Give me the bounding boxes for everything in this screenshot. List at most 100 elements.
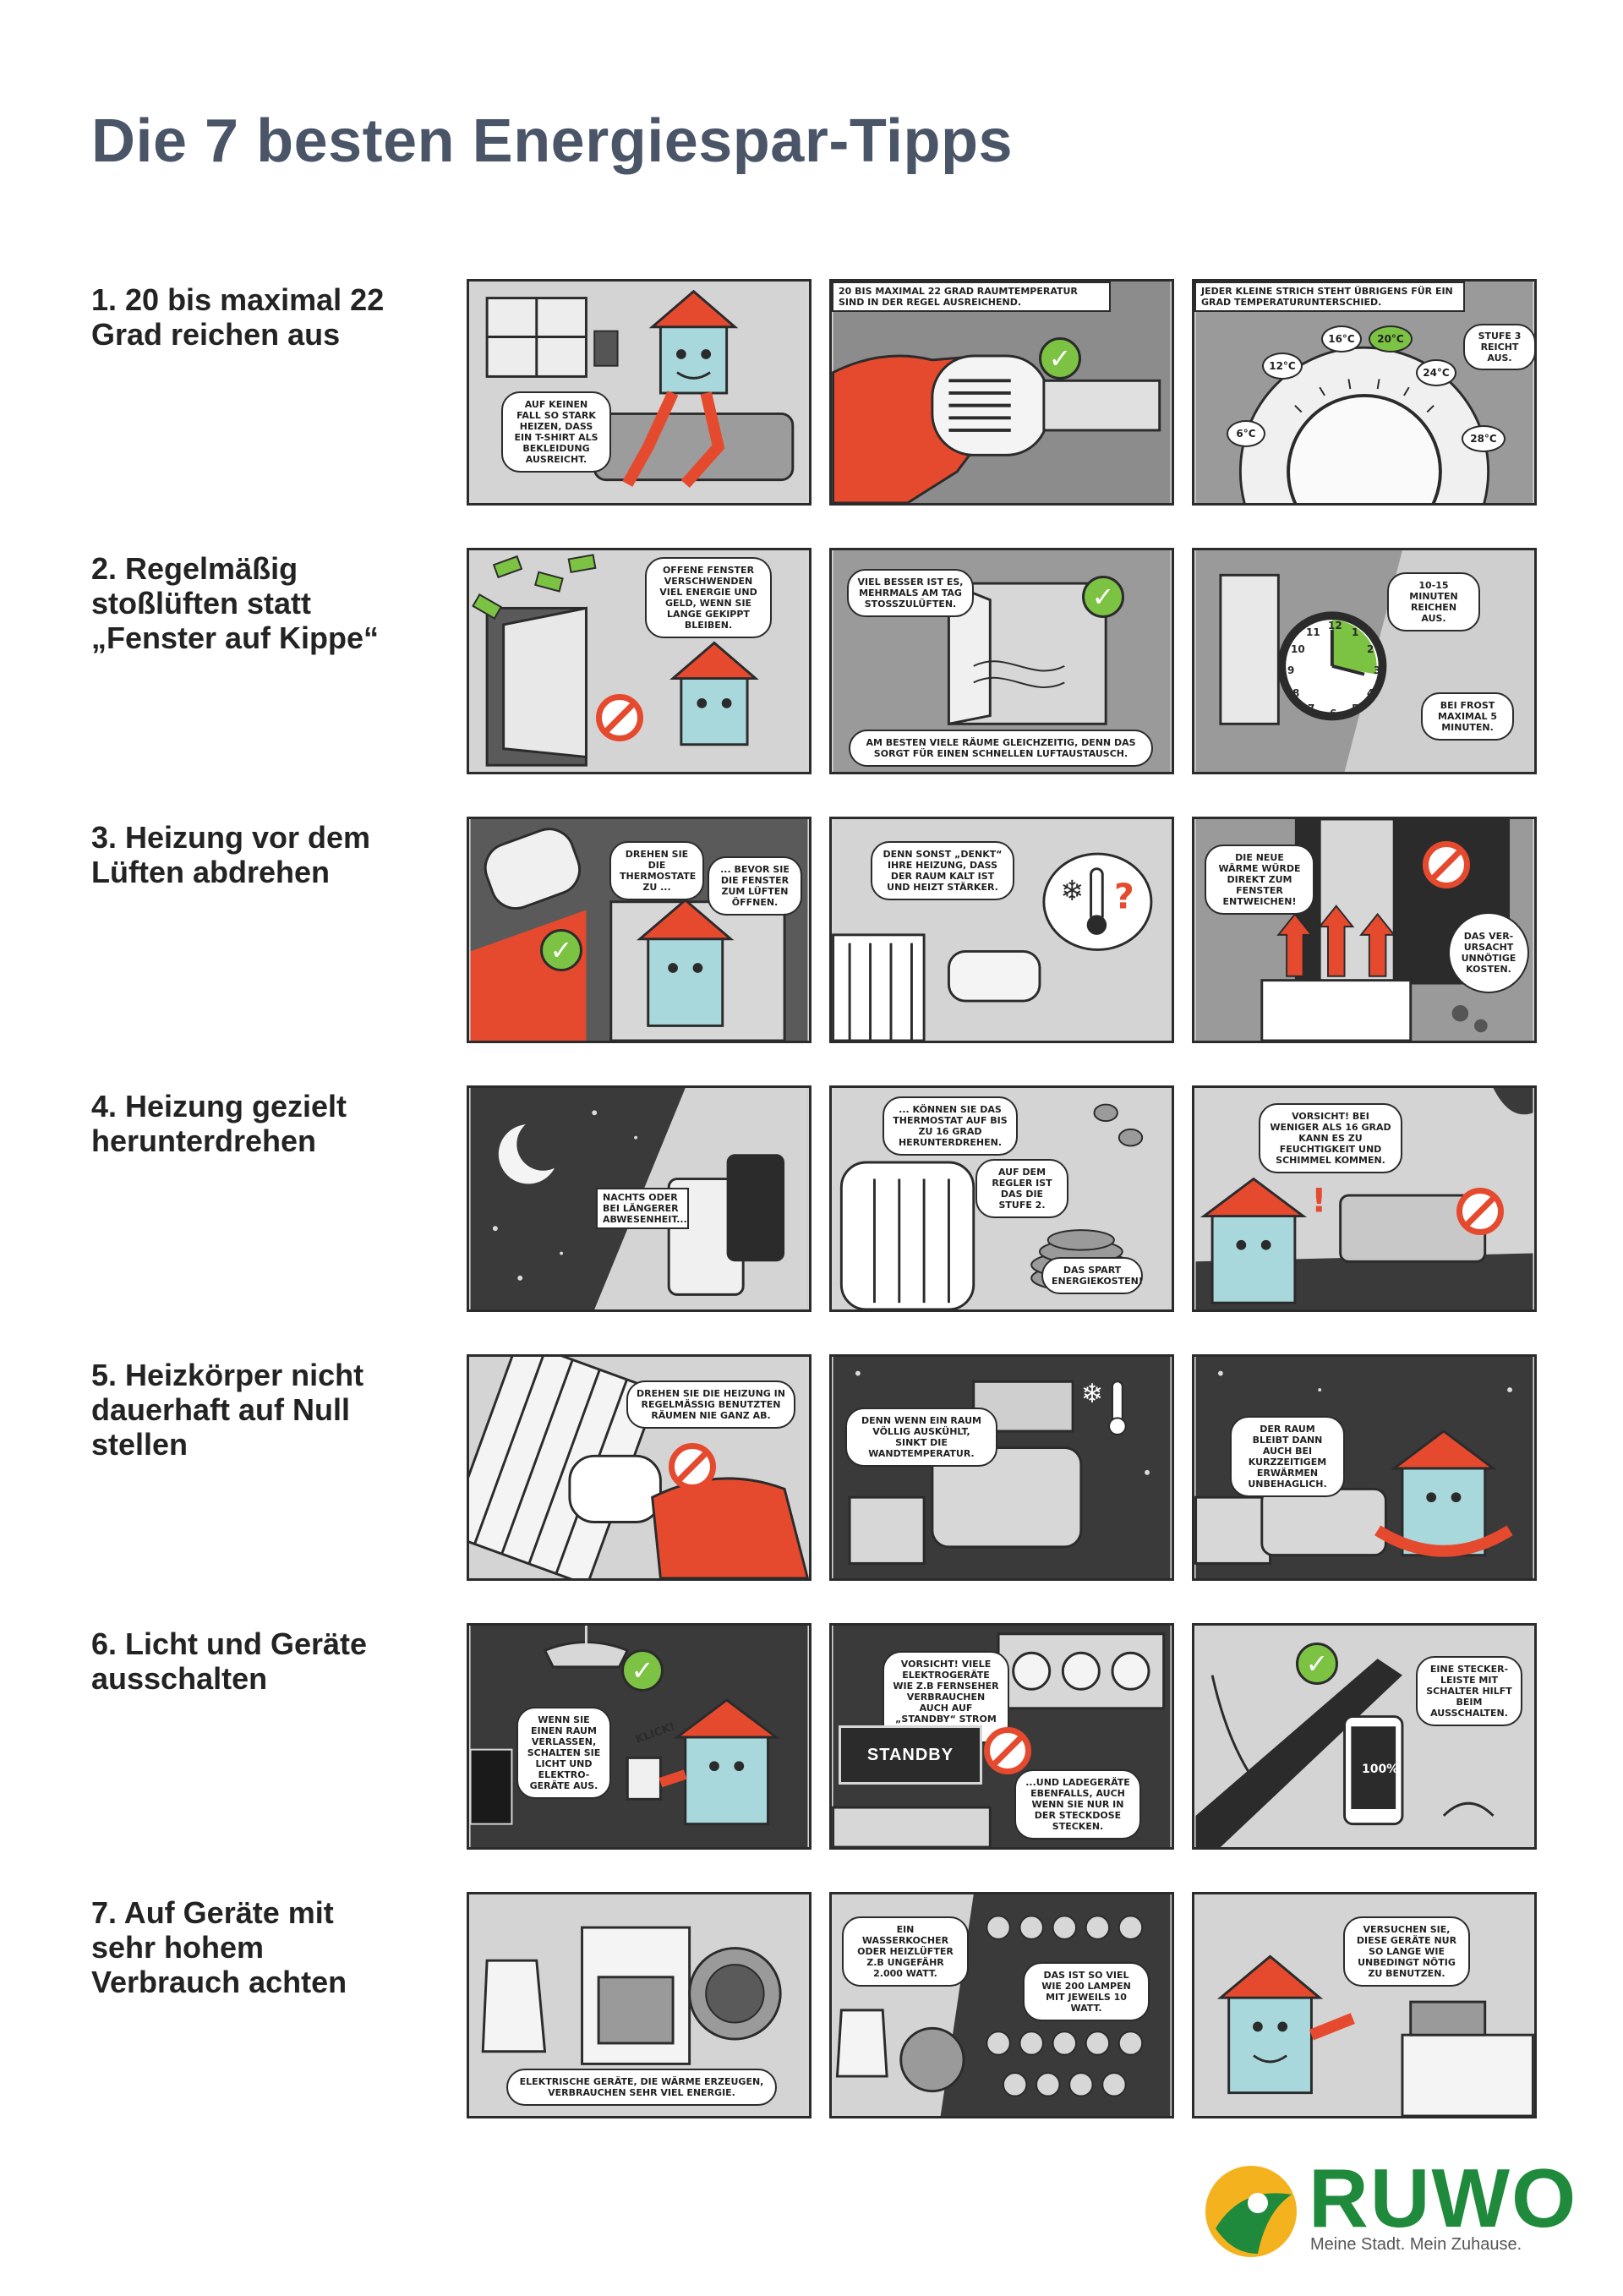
thermostat-dial-illustration bbox=[1195, 282, 1533, 503]
check-icon: ✓ bbox=[621, 1649, 664, 1692]
tip-title-1: 1. 20 bis maximal 22 Grad reichen aus bbox=[91, 282, 385, 352]
power-strip-illustration bbox=[1195, 1626, 1533, 1847]
clock-number: 9 bbox=[1287, 664, 1295, 676]
panel-6-1: WENN SIE EINEN RAUM VERLASSEN, SCHALTEN … bbox=[467, 1623, 812, 1850]
caption: DENN WENN EIN RAUM VÖLLIG AUSKÜHLT, SINK… bbox=[845, 1408, 997, 1467]
tip-row-1: 1. 20 bis maximal 22 Grad reichen aus AU… bbox=[0, 279, 1623, 509]
tip-title-3: 3. Heizung vor dem Lüften abdrehen bbox=[91, 820, 371, 889]
clock-number: 5 bbox=[1352, 702, 1359, 714]
panel-5-2: ❄ DENN WENN EIN RAUM VÖLLIG AUSKÜHLT, SI… bbox=[829, 1354, 1174, 1581]
caption: DIE NEUE WÄRME WÜRDE DIREKT ZUM FENSTER … bbox=[1205, 845, 1314, 915]
clock-number: 11 bbox=[1306, 626, 1320, 638]
caption: AM BESTEN VIELE RÄUME GLEICHZEITIG, DENN… bbox=[849, 730, 1153, 767]
clock-number: 2 bbox=[1367, 643, 1374, 655]
svg-text:?: ? bbox=[1114, 877, 1134, 917]
mold-warning-illustration: ! bbox=[1195, 1088, 1533, 1309]
caption: VIEL BESSER IST ES, MEHRMALS AM TAG STOS… bbox=[847, 569, 974, 617]
caption: WENN SIE EINEN RAUM VERLASSEN, SCHALTEN … bbox=[516, 1707, 611, 1799]
caption: DER RAUM BLEIBT DANN AUCH BEI KURZZEITIG… bbox=[1230, 1416, 1345, 1497]
tip-row-3: 3. Heizung vor dem Lüften abdrehen DREHE… bbox=[0, 817, 1623, 1047]
caption: OFFENE FENSTER VERSCHWENDEN VIEL ENERGIE… bbox=[645, 557, 772, 638]
caption: DREHEN SIE DIE HEIZUNG IN REGELMÄSSIG BE… bbox=[626, 1380, 795, 1429]
check-icon: ✓ bbox=[540, 929, 582, 971]
panel-2-3: 10-15 MINUTEN REICHEN AUS. BEI FROST MAX… bbox=[1192, 548, 1537, 774]
caption: 20 BIS MAXIMAL 22 GRAD RAUMTEMPERATUR SI… bbox=[832, 282, 1111, 312]
caption: ... KÖNNEN SIE DAS THERMOSTAT AUF BIS ZU… bbox=[883, 1096, 1018, 1156]
clock-number: 1 bbox=[1352, 626, 1359, 638]
ruwo-logo: RUWO Meine Stadt. Mein Zuhause. bbox=[1199, 2156, 1576, 2262]
caption: ...UND LADEGERÄTE EBENFALLS, AUCH WENN S… bbox=[1014, 1769, 1141, 1840]
clock-number: 3 bbox=[1374, 664, 1381, 676]
tip-title-6: 6. Licht und Geräte ausschalten bbox=[91, 1626, 368, 1696]
caption: DENN SONST „DENKT“ IHRE HEIZUNG, DASS DE… bbox=[871, 841, 1014, 900]
tip-row-4: 4. Heizung gezielt herunterdrehen NACHTS… bbox=[0, 1085, 1623, 1315]
clock-number: 6 bbox=[1330, 708, 1337, 719]
tip-row-2: 2. Regelmäßig stoßlüften statt „Fenster … bbox=[0, 548, 1623, 778]
hand-thermostat-illustration bbox=[832, 282, 1171, 503]
panel-7-3: VERSUCHEN SIE, DIESE GERÄTE NUR SO LANGE… bbox=[1192, 1892, 1537, 2118]
check-icon: ✓ bbox=[1296, 1643, 1338, 1685]
panel-1-3: JEDER KLEINE STRICH STEHT ÜBRIGENS FÜR E… bbox=[1192, 279, 1537, 506]
caption: EINE STECKER-LEISTE MIT SCHALTER HILFT B… bbox=[1416, 1656, 1522, 1726]
panel-2-2: VIEL BESSER IST ES, MEHRMALS AM TAG STOS… bbox=[829, 548, 1174, 774]
tip-row-6: 6. Licht und Geräte ausschalten WENN SIE… bbox=[0, 1623, 1623, 1853]
caption: VERSUCHEN SIE, DIESE GERÄTE NUR SO LANGE… bbox=[1343, 1916, 1470, 1987]
clock-number: 8 bbox=[1292, 687, 1300, 699]
standby-screen-text: STANDBY bbox=[839, 1725, 982, 1785]
dial-label-selected: 20°C bbox=[1369, 325, 1413, 353]
window-heat-escape-illustration bbox=[1195, 819, 1533, 1041]
svg-text:❄: ❄ bbox=[1081, 1379, 1103, 1409]
panel-1-2: 20 BIS MAXIMAL 22 GRAD RAUMTEMPERATUR SI… bbox=[829, 279, 1174, 506]
panel-2-1: OFFENE FENSTER VERSCHWENDEN VIEL ENERGIE… bbox=[467, 548, 812, 774]
svg-text:!: ! bbox=[1311, 1183, 1326, 1221]
dial-label: 16°C bbox=[1321, 325, 1362, 353]
tip-title-4: 4. Heizung gezielt herunterdrehen bbox=[91, 1089, 347, 1158]
caption: DREHEN SIE DIE THERMOSTATE ZU ... bbox=[609, 841, 704, 900]
radiator-thought-illustration: ❄ ? bbox=[832, 819, 1171, 1041]
house-on-sofa-illustration bbox=[470, 282, 808, 503]
tip-title-7: 7. Auf Geräte mit sehr hohem Verbrauch a… bbox=[91, 1895, 347, 1999]
house-character-stove-illustration bbox=[1195, 1894, 1534, 2116]
panel-4-3: ! VORSICHT! BEI WENIGER ALS 16 GRAD KANN… bbox=[1192, 1085, 1537, 1312]
panel-6-2: VORSICHT! VIELE ELEKTROGERÄTE WIE Z.B FE… bbox=[829, 1623, 1174, 1850]
panel-5-1: DREHEN SIE DIE HEIZUNG IN REGELMÄSSIG BE… bbox=[467, 1354, 812, 1581]
caption: STUFE 3 REICHT AUS. bbox=[1463, 324, 1534, 370]
panel-4-1: NACHTS ODER BEI LÄNGERER ABWESENHEIT... bbox=[467, 1085, 812, 1312]
svg-text:❄: ❄ bbox=[1060, 874, 1084, 907]
caption: BEI FROST MAXIMAL 5 MINUTEN. bbox=[1421, 692, 1514, 741]
tip-title-5: 5. Heizkörper nicht dauerhaft auf Null s… bbox=[91, 1358, 364, 1462]
panel-6-3: EINE STECKER-LEISTE MIT SCHALTER HILFT B… bbox=[1192, 1623, 1537, 1850]
prohibited-icon bbox=[1456, 1188, 1504, 1235]
clock-number: 10 bbox=[1291, 643, 1305, 655]
caption: DAS IST SO VIEL WIE 200 LAMPEN MIT JEWEI… bbox=[1023, 1962, 1150, 2021]
prohibited-icon bbox=[596, 694, 643, 741]
dial-label: 12°C bbox=[1262, 353, 1303, 380]
thermostat-window-illustration bbox=[470, 819, 808, 1041]
tip-row-5: 5. Heizkörper nicht dauerhaft auf Null s… bbox=[0, 1354, 1623, 1584]
caption: EIN WASSERKOCHER ODER HEIZLÜFTER Z.B UNG… bbox=[842, 1916, 969, 1987]
tip-title-2: 2. Regelmäßig stoßlüften statt „Fenster … bbox=[91, 551, 380, 655]
ruwo-logo-mark-icon bbox=[1205, 2166, 1297, 2257]
panel-3-3: DIE NEUE WÄRME WÜRDE DIREKT ZUM FENSTER … bbox=[1192, 817, 1537, 1043]
panel-3-2: ❄ ? DENN SONST „DENKT“ IHRE HEIZUNG, DAS… bbox=[829, 817, 1174, 1043]
panel-5-3: DER RAUM BLEIBT DANN AUCH BEI KURZZEITIG… bbox=[1192, 1354, 1537, 1581]
panel-1-1: AUF KEINEN FALL SO STARK HEIZEN, DASS EI… bbox=[467, 279, 812, 506]
dial-label: 24°C bbox=[1416, 359, 1456, 386]
caption: AUF KEINEN FALL SO STARK HEIZEN, DASS EI… bbox=[501, 391, 611, 473]
clock-number: 12 bbox=[1328, 620, 1342, 631]
prohibited-icon bbox=[669, 1443, 716, 1490]
ruwo-claim: Meine Stadt. Mein Zuhause. bbox=[1310, 2235, 1522, 2254]
caption: VORSICHT! BEI WENIGER ALS 16 GRAD KANN E… bbox=[1259, 1103, 1402, 1173]
ruwo-logo-text: RUWO bbox=[1309, 2151, 1578, 2244]
night-luggage-illustration bbox=[470, 1088, 808, 1309]
dial-label: 6°C bbox=[1227, 420, 1265, 447]
caption: NACHTS ODER BEI LÄNGERER ABWESENHEIT... bbox=[596, 1188, 689, 1229]
dial-label: 28°C bbox=[1462, 425, 1506, 452]
caption: ... BEVOR SIE DIE FENSTER ZUM LÜFTEN ÖFF… bbox=[708, 856, 802, 916]
panel-4-2: ... KÖNNEN SIE DAS THERMOSTAT AUF BIS ZU… bbox=[829, 1085, 1174, 1312]
cold-living-room-illustration: ❄ bbox=[833, 1357, 1171, 1578]
caption: ELEKTRISCHE GERÄTE, DIE WÄRME ERZEUGEN, … bbox=[506, 2069, 777, 2106]
tip-row-7: 7. Auf Geräte mit sehr hohem Verbrauch a… bbox=[0, 1892, 1623, 2122]
clock-number: 4 bbox=[1367, 687, 1374, 699]
panel-7-2: EIN WASSERKOCHER ODER HEIZLÜFTER Z.B UNG… bbox=[829, 1892, 1174, 2118]
